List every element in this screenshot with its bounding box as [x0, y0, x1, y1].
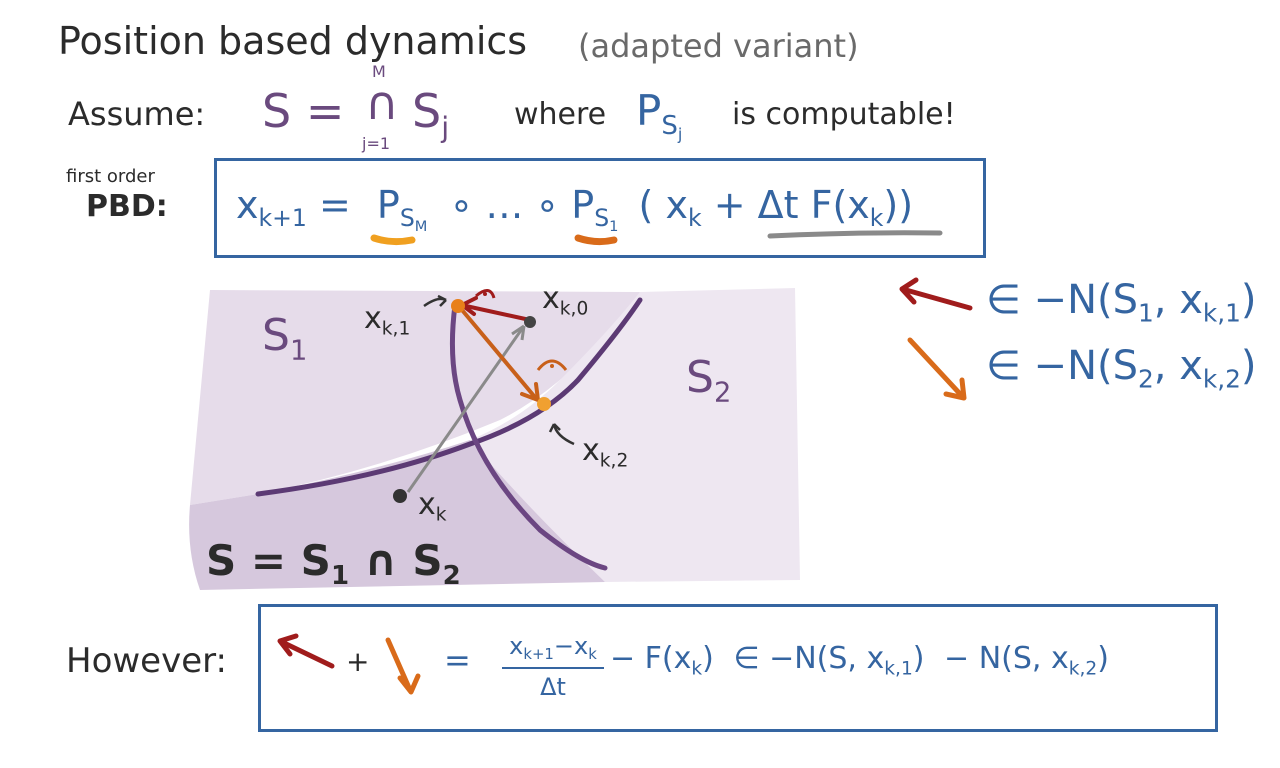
right-angle-mark-1 [475, 289, 496, 299]
underline-mark-psm [370, 234, 416, 246]
however-arrow-red [279, 639, 335, 669]
however-eq: = [444, 641, 471, 679]
step-arrow-head [511, 324, 526, 341]
pbd-label-line2: PBD: [86, 189, 168, 224]
page-title: Position based dynamics [58, 19, 528, 63]
boundary-curve-s1 [255, 297, 643, 497]
legend-orange-text: ∈ −N(S2, xk,2) [986, 343, 1257, 394]
region-s1 [190, 290, 640, 505]
intersect-symbol: ∩ [365, 76, 399, 130]
underline-mark-ps1 [574, 234, 618, 246]
label-s2: S2 [686, 352, 732, 409]
point-xk [393, 489, 407, 503]
proj-m: PSM [376, 183, 428, 236]
region-intersection [189, 440, 605, 590]
point-xk2 [537, 397, 551, 411]
where-text: where [514, 97, 607, 132]
intersect-upper: M [372, 62, 386, 81]
pbd-label-line1: first order [66, 166, 155, 187]
label-xk0: xk,0 [542, 281, 589, 320]
projection-arrow-red [464, 304, 532, 322]
label-s1: S1 [262, 310, 308, 367]
legend-arrow-orange [907, 337, 965, 399]
label-xk2: xk,2 [582, 433, 629, 472]
set-definition-lhs: S = [262, 84, 345, 138]
however-fraction: xk+1−xk Δt [502, 632, 604, 701]
assume-label: Assume: [68, 95, 206, 133]
label-intersection: S = S1 ∩ S2 [206, 536, 461, 592]
however-arrow-orange [385, 637, 413, 693]
title-note: (adapted variant) [578, 27, 859, 65]
legend-arrow-red [903, 287, 973, 311]
however-label: However: [66, 641, 227, 681]
proj-1: PS1 [571, 183, 619, 236]
pbd-formula: xk+1 = PSM ∘ … ∘ PS1 ( xk + Δt F(xk)) [236, 183, 914, 236]
set-definition-rhs: Sj [412, 84, 450, 144]
boundary-curve-s2 [449, 302, 608, 571]
projection-sj: PSj [636, 86, 683, 144]
label-xk1: xk,1 [364, 301, 411, 340]
projection-arrow-orange [460, 308, 536, 398]
right-angle-mark-2 [536, 359, 568, 371]
point-xk1 [451, 299, 465, 313]
however-plus: + [346, 645, 370, 678]
legend-red-text: ∈ −N(S1, xk,1) [986, 277, 1257, 328]
projection-arrow-orange-head [520, 382, 540, 402]
however-formula-box [258, 604, 1218, 732]
label-xk: xk [418, 487, 447, 526]
point-xk0 [524, 316, 536, 328]
computable-text: is computable! [732, 97, 956, 132]
however-rhs: − F(xk) ∈ −N(S, xk,1) − N(S, xk,2) [610, 641, 1109, 680]
intersect-lower: j=1 [362, 134, 391, 153]
region-s2 [470, 288, 800, 582]
pbd-formula-box [214, 158, 986, 258]
step-arrow [406, 325, 526, 493]
underline-mark-dtf [767, 230, 943, 239]
